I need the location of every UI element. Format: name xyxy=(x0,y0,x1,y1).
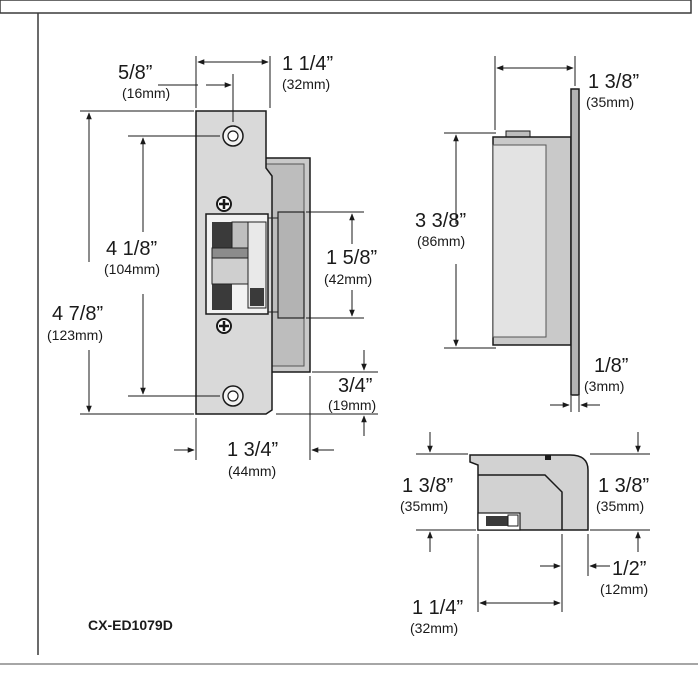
screw-top xyxy=(216,196,232,212)
bottom-offset-imperial: 3/4” xyxy=(338,375,372,397)
overall-width-imperial: 1 3/4” xyxy=(227,439,278,461)
top-right-depth-imperial: 1 3/8” xyxy=(598,475,649,497)
mounting-hole-top xyxy=(222,125,244,147)
top-right-depth-metric: (35mm) xyxy=(596,498,644,514)
strike-body-top xyxy=(469,454,589,531)
side-view-dimensions xyxy=(444,56,600,412)
top-body-width-imperial: 1 1/4” xyxy=(412,597,463,619)
keeper-offset-imperial: 1 1/4” xyxy=(282,53,333,75)
model-number: CX-ED1079D xyxy=(88,617,173,633)
faceplate-thickness-imperial: 1/8” xyxy=(594,355,628,377)
overall-height-metric: (123mm) xyxy=(47,327,103,343)
screw-bottom xyxy=(216,318,232,334)
mounting-hole-bottom xyxy=(222,385,244,407)
top-view-strike xyxy=(469,454,589,531)
front-view-strike xyxy=(195,110,311,415)
top-view-dimensions xyxy=(416,432,650,612)
page-frame xyxy=(0,0,698,665)
body-depth-imperial: 1 3/8” xyxy=(588,71,639,93)
faceplate-thickness-metric: (3mm) xyxy=(584,378,624,394)
side-view-strike xyxy=(492,88,580,396)
overall-height-imperial: 4 7/8” xyxy=(52,303,103,325)
hole-spacing-imperial: 4 1/8” xyxy=(106,238,157,260)
top-left-depth-imperial: 1 3/8” xyxy=(402,475,453,497)
keeper-offset-metric: (32mm) xyxy=(282,76,330,92)
lip-offset-imperial: 1/2” xyxy=(612,558,646,580)
lip-offset-metric: (12mm) xyxy=(600,581,648,597)
front-view-dimensions xyxy=(80,56,378,460)
faceplate-offset-metric: (16mm) xyxy=(122,85,170,101)
keeper-opening-metric: (42mm) xyxy=(324,271,372,287)
body-height-imperial: 3 3/8” xyxy=(415,210,466,232)
faceplate-edge xyxy=(570,88,580,396)
keeper-opening-imperial: 1 5/8” xyxy=(326,247,377,269)
bottom-offset-metric: (19mm) xyxy=(328,397,376,413)
body-depth-metric: (35mm) xyxy=(586,94,634,110)
faceplate-offset-imperial: 5/8” xyxy=(118,62,152,84)
overall-width-metric: (44mm) xyxy=(228,463,276,479)
body-height-metric: (86mm) xyxy=(417,233,465,249)
hole-spacing-metric: (104mm) xyxy=(104,261,160,277)
top-body-width-metric: (32mm) xyxy=(410,620,458,636)
top-left-depth-metric: (35mm) xyxy=(400,498,448,514)
